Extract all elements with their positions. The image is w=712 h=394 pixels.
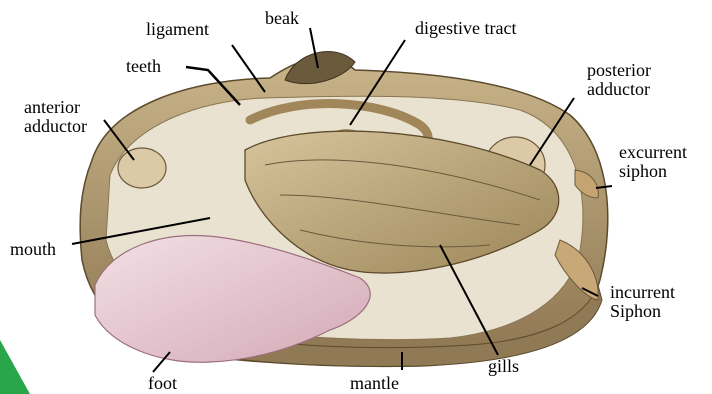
label-posterior-adductor: posterior adductor <box>587 61 651 99</box>
label-mantle: mantle <box>350 374 399 393</box>
label-gills: gills <box>488 357 519 376</box>
corner-badge <box>0 340 30 394</box>
anterior-adductor-shape <box>118 148 166 188</box>
label-excurrent-siphon: excurrent siphon <box>619 143 687 181</box>
label-beak: beak <box>265 9 299 28</box>
label-digestive-tract: digestive tract <box>415 19 516 38</box>
label-anterior-adductor: anterior adductor <box>24 98 87 136</box>
label-teeth: teeth <box>126 57 161 76</box>
label-mouth: mouth <box>10 240 56 259</box>
label-foot: foot <box>148 374 177 393</box>
label-incurrent-siphon: incurrent Siphon <box>610 283 675 321</box>
label-ligament: ligament <box>146 20 209 39</box>
